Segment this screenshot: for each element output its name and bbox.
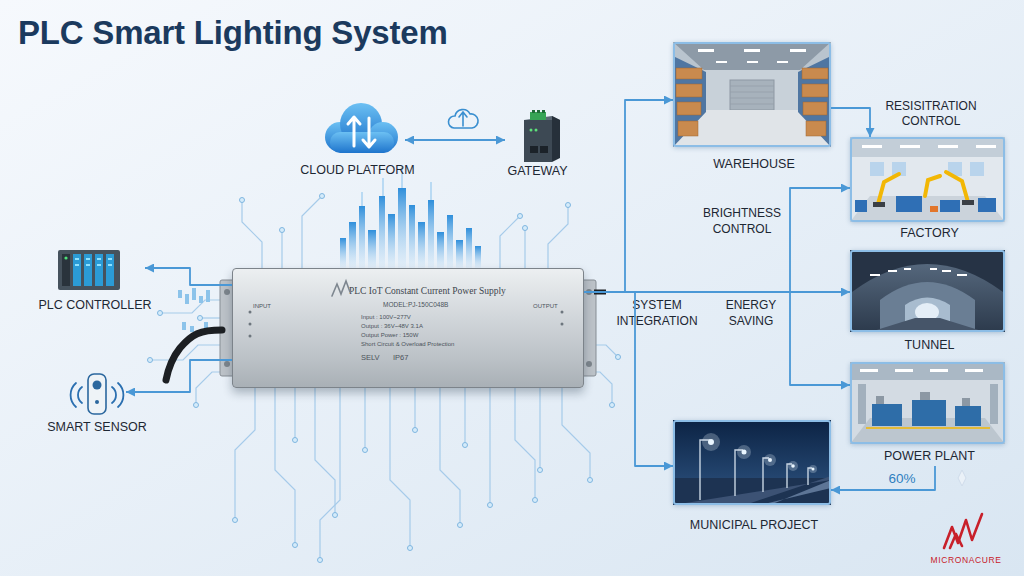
spec-text: SELV bbox=[361, 354, 380, 362]
cloud-platform-node: CLOUD PLATFORM bbox=[310, 105, 405, 157]
spec-text: MODEL:PJ-150C048B bbox=[383, 302, 448, 309]
warehouse-box: WAREHOUSE bbox=[673, 42, 831, 147]
sparkle-mark bbox=[958, 470, 966, 486]
spec-text: Input : 100V~277V bbox=[361, 314, 411, 320]
spec-text: Output Power : 150W bbox=[361, 332, 418, 338]
edge-label: RESISITRATION CONTROL bbox=[872, 99, 990, 129]
data-blocks bbox=[178, 288, 210, 332]
tunnel-box: TUNNEL bbox=[850, 250, 1005, 332]
connector-arrow bbox=[831, 108, 870, 137]
power-supply-box: INPUT PLC IoT Constant Current Power Supp… bbox=[232, 268, 584, 388]
plc-controller-node: PLC CONTROLLER bbox=[45, 245, 145, 290]
gateway-node: GATEWAY bbox=[505, 110, 570, 160]
factory-box: FACTORY bbox=[850, 137, 1005, 222]
node-caption: GATEWAY bbox=[455, 164, 620, 178]
plc-icon bbox=[58, 250, 120, 290]
edge-label: 60% bbox=[884, 471, 920, 487]
node-caption: CLOUD PLATFORM bbox=[260, 163, 455, 177]
connector-arrow bbox=[584, 100, 673, 292]
connector-arrow bbox=[584, 188, 850, 292]
connector-arrow bbox=[584, 291, 850, 293]
warehouse-illustration bbox=[673, 42, 831, 147]
power-plant-illustration bbox=[850, 362, 1005, 444]
node-caption: SMART SENSOR bbox=[18, 420, 176, 434]
device-logo bbox=[332, 281, 350, 296]
municipal-project-box: MUNICIPAL PROJECT bbox=[673, 420, 831, 505]
spec-text: Short Circuit & Overload Protection bbox=[361, 341, 454, 347]
tunnel-illustration bbox=[850, 250, 1005, 332]
spec-text: IP67 bbox=[393, 354, 408, 362]
sensor-icon bbox=[71, 374, 124, 414]
spec-text: OUTPUT bbox=[533, 303, 558, 309]
connector-arrow bbox=[584, 292, 850, 385]
connector-arrow bbox=[126, 360, 232, 392]
upload-icon bbox=[448, 110, 478, 128]
factory-illustration bbox=[850, 137, 1005, 222]
brand-logo bbox=[944, 514, 982, 548]
gateway-icon bbox=[524, 110, 560, 162]
node-caption: POWER PLANT bbox=[802, 449, 1024, 463]
circuit-nodes bbox=[148, 194, 621, 563]
cloud-icon bbox=[325, 103, 398, 153]
power-plant-box: POWER PLANT bbox=[850, 362, 1005, 444]
node-caption: FACTORY bbox=[802, 226, 1024, 240]
node-caption: MUNICIPAL PROJECT bbox=[625, 518, 883, 532]
spec-text: Output : 36V~48V 3.1A bbox=[361, 323, 423, 329]
feature-label: ENERGY SAVING bbox=[713, 297, 789, 329]
data-skyline bbox=[340, 188, 481, 268]
smart-sensor-node: SMART SENSOR bbox=[68, 372, 126, 416]
feature-label: SYSTEM INTEGRATION bbox=[607, 297, 707, 329]
diagram-title: PLC Smart Lighting System bbox=[18, 14, 448, 52]
spec-text: PLC IoT Constant Current Power Supply bbox=[349, 287, 506, 297]
node-caption: PLC CONTROLLER bbox=[0, 298, 195, 312]
connector-arrow bbox=[405, 139, 505, 141]
street-lighting-illustration bbox=[673, 420, 831, 505]
brand-name: MICRONACURE bbox=[926, 552, 1006, 568]
connector-arrow bbox=[831, 466, 935, 490]
circuit-traces bbox=[150, 196, 618, 560]
feature-label: BRIGHTNESS CONTROL bbox=[694, 205, 790, 237]
connector-arrow bbox=[584, 292, 673, 466]
connector-arrow bbox=[145, 268, 232, 285]
node-caption: WAREHOUSE bbox=[625, 157, 883, 171]
spec-text: INPUT bbox=[253, 303, 271, 309]
node-caption: TUNNEL bbox=[802, 338, 1024, 352]
device-terminals bbox=[249, 311, 564, 338]
